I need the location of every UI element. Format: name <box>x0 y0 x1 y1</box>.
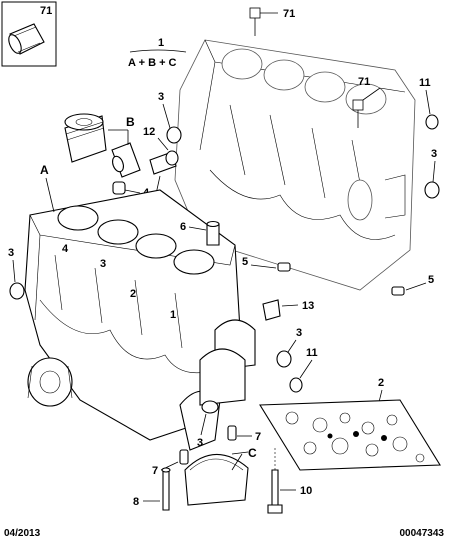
label-3-right: 3 <box>431 148 437 160</box>
label-71-top: 71 <box>283 8 295 20</box>
label-11-mid: 11 <box>306 347 318 359</box>
callout-71-top: 71 <box>249 7 295 36</box>
label-10: 10 <box>300 485 312 497</box>
label-11-top: 11 <box>419 77 431 89</box>
label-2: 2 <box>378 377 384 389</box>
label-c: C <box>248 446 257 460</box>
sleeve-6: 6 <box>180 220 220 246</box>
label-1: 1 <box>158 37 164 49</box>
footer-reference: 00047343 <box>399 528 445 539</box>
main-bearing-caps-c: C <box>184 319 257 506</box>
bolt-8: 8 <box>133 467 171 511</box>
dowel-7-right: 7 <box>227 425 261 443</box>
block-number-2: 2 <box>130 288 136 300</box>
plug-3-left: 3 <box>8 247 25 300</box>
callout-box-71: 71 <box>1 1 57 67</box>
callout-71-mid: 71 <box>352 76 381 128</box>
label-5-right: 5 <box>428 274 434 286</box>
gasket-set-2: 2 <box>259 377 441 471</box>
formula-text: A + B + C <box>128 57 177 69</box>
label-6: 6 <box>180 221 186 233</box>
block-number-3: 3 <box>100 258 106 270</box>
plug-13: 13 <box>262 299 314 321</box>
pin-5-mid: 5 <box>242 256 291 272</box>
label-12: 12 <box>143 126 155 138</box>
block-number-4: 4 <box>62 243 69 255</box>
label-3-low: 3 <box>197 437 203 449</box>
plug-3-top: 3 <box>158 91 182 144</box>
label-5-mid: 5 <box>242 256 248 268</box>
label-b: B <box>126 115 135 129</box>
label-a: A <box>40 163 49 177</box>
label-8: 8 <box>133 496 139 508</box>
dowel-7-left: 7 <box>152 449 189 477</box>
label-3-left: 3 <box>8 247 14 259</box>
bolt-10: 10 <box>267 448 312 514</box>
label-3-mid: 3 <box>296 327 302 339</box>
label-7-left: 7 <box>152 465 158 477</box>
label-13: 13 <box>302 300 314 312</box>
footer-date: 04/2013 <box>4 528 41 539</box>
piston-assembly-b: B <box>64 113 141 178</box>
block-number-1: 1 <box>170 309 176 321</box>
label-71-box: 71 <box>40 5 52 17</box>
plug-3-mid: 3 <box>276 327 302 368</box>
plug-11-top: 11 <box>419 77 439 130</box>
pin-5-right: 5 <box>391 274 434 296</box>
plug-3-right: 3 <box>424 148 440 199</box>
engine-block-main: 4 3 2 1 <box>24 189 241 451</box>
assembly-formula: 1 A + B + C <box>128 37 187 69</box>
label-3-top: 3 <box>158 91 164 103</box>
callout-a: A <box>40 163 55 213</box>
bushing-icon <box>8 23 45 55</box>
plug-3-low: 3 <box>197 413 207 449</box>
oil-filter <box>27 357 73 407</box>
label-71-mid: 71 <box>358 76 370 88</box>
label-7-right: 7 <box>255 431 261 443</box>
plug-11-mid: 11 <box>289 347 318 393</box>
